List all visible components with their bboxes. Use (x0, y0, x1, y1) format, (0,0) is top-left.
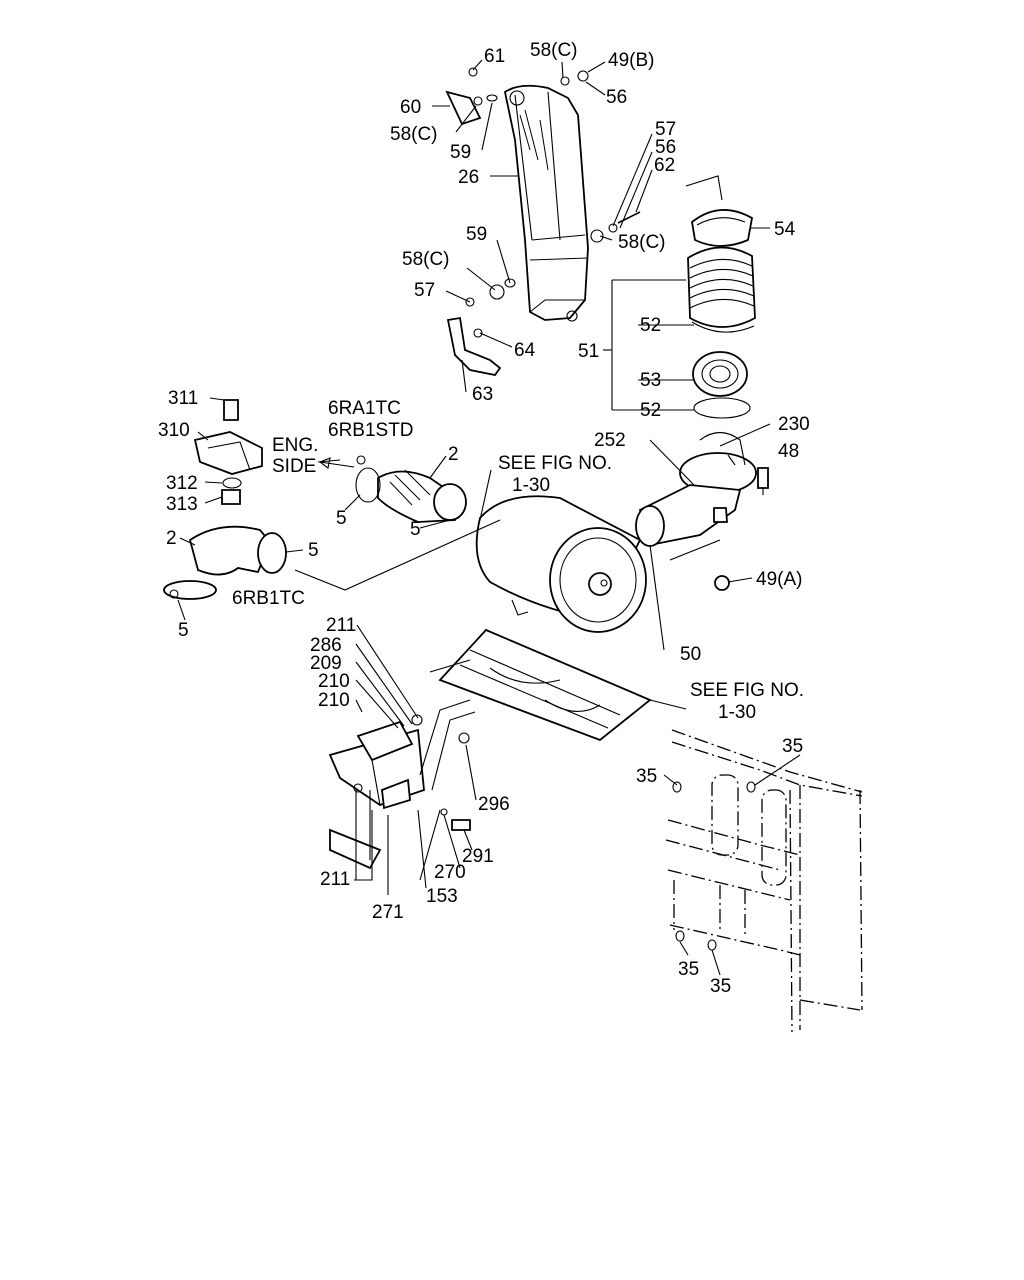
see-fig-bottom-1: SEE FIG NO. (690, 680, 804, 701)
support-tray (429, 628, 652, 742)
eng-side-label-2: SIDE (272, 456, 316, 477)
callout-153: 153 (426, 886, 458, 907)
see-fig-top-1: SEE FIG NO. (498, 453, 612, 474)
callout-59-top: 59 (450, 142, 471, 163)
see-fig-top-2: 1-30 (512, 475, 550, 496)
callout-49a: 49(A) (756, 569, 802, 590)
cab-outline (665, 729, 863, 1033)
leader-bracket-54 (685, 175, 723, 201)
mount-hardware (669, 467, 769, 591)
callout-49b: 49(B) (608, 50, 654, 71)
callout-56-right: 56 (655, 137, 676, 158)
leader-lines (177, 59, 801, 976)
callout-57-left: 57 (414, 280, 435, 301)
precleaner-cap-54 (691, 209, 754, 247)
callout-211-bottom: 211 (320, 869, 350, 890)
callout-50: 50 (680, 644, 701, 665)
callout-35-b: 35 (782, 736, 803, 757)
precleaner-body-51 (687, 246, 756, 419)
callout-291: 291 (462, 846, 494, 867)
model-label-6rb1std: 6RB1STD (328, 420, 414, 441)
bracket-63 (446, 316, 502, 376)
callout-311: 311 (168, 388, 198, 409)
callout-312: 312 (166, 473, 198, 494)
callout-310: 310 (158, 420, 190, 441)
bracket-209-group (328, 699, 476, 881)
callout-58c-right: 58(C) (618, 232, 666, 253)
callout-58c-top: 58(C) (530, 40, 578, 61)
callout-5-b: 5 (410, 519, 421, 540)
callout-35-a: 35 (636, 766, 657, 787)
callout-5-a: 5 (336, 508, 347, 529)
callout-26: 26 (458, 167, 479, 188)
air-duct-26 (503, 84, 589, 322)
callout-48: 48 (778, 441, 799, 462)
callout-252: 252 (594, 430, 626, 451)
callout-56-top: 56 (606, 87, 627, 108)
callout-313: 313 (166, 494, 198, 515)
callout-5-c: 5 (308, 540, 319, 561)
callout-230: 230 (778, 414, 810, 435)
callout-211-top: 211 (326, 615, 356, 636)
air-cleaner-50 (475, 495, 647, 633)
callout-286: 286 (310, 635, 342, 656)
callout-57-right: 57 (655, 119, 676, 140)
callout-labels: 61 58(C) 49(B) 56 60 58(C) 59 26 57 56 6… (158, 40, 810, 997)
inlet-elbow-252 (635, 431, 757, 547)
intake-hose-upper (355, 455, 467, 523)
callout-58c-left: 58(C) (390, 124, 438, 145)
callout-271: 271 (372, 902, 404, 923)
callout-64: 64 (514, 340, 536, 361)
callout-63: 63 (472, 384, 493, 405)
callout-53: 53 (640, 370, 661, 391)
eng-side-label-1: ENG. (272, 435, 318, 456)
callout-52-bottom: 52 (640, 400, 661, 421)
model-label-6ra1tc: 6RA1TC (328, 398, 401, 419)
callout-62: 62 (654, 155, 675, 176)
callout-59-mid: 59 (466, 224, 487, 245)
callout-210-a: 210 (318, 671, 350, 692)
callout-35-d: 35 (710, 976, 731, 997)
callout-58c-mid: 58(C) (402, 249, 450, 270)
callout-2-left: 2 (166, 528, 177, 549)
hardware-top (445, 67, 641, 307)
callout-209: 209 (310, 653, 342, 674)
callout-51: 51 (578, 341, 599, 362)
see-fig-bottom-2: 1-30 (718, 702, 756, 723)
callout-296: 296 (478, 794, 510, 815)
callout-270: 270 (434, 862, 466, 883)
callout-61: 61 (484, 46, 505, 67)
notes: 6RA1TC 6RB1STD 6RB1TC ENG. SIDE SEE FIG … (232, 398, 804, 723)
callout-60: 60 (400, 97, 421, 118)
callout-5-d: 5 (178, 620, 189, 641)
callout-35-c: 35 (678, 959, 699, 980)
intake-hose-lower (163, 525, 287, 600)
callout-54: 54 (774, 219, 796, 240)
model-label-6rb1tc: 6RB1TC (232, 588, 305, 609)
callout-210-b: 210 (318, 690, 350, 711)
bracket-310 (193, 399, 263, 505)
callout-2-top: 2 (448, 444, 459, 465)
callout-52-top: 52 (640, 315, 661, 336)
